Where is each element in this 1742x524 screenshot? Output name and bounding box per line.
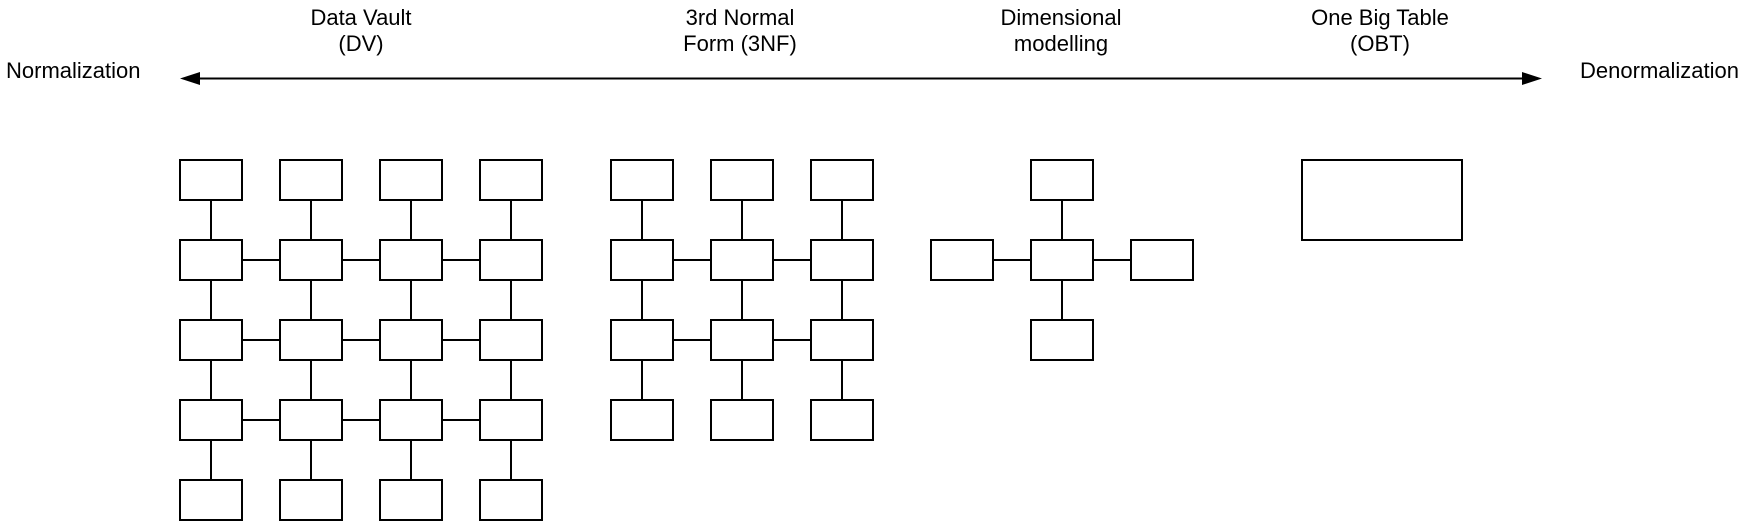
denormalization-label: Denormalization — [1580, 58, 1739, 83]
dimension-table-node — [1130, 239, 1194, 281]
table-node — [479, 159, 543, 201]
table-node — [179, 319, 243, 361]
table-node — [710, 319, 774, 361]
table-node — [379, 239, 443, 281]
fact-table-node — [1030, 239, 1094, 281]
dimension-table-node — [1030, 159, 1094, 201]
table-node — [810, 399, 874, 441]
table-node — [810, 239, 874, 281]
table-node — [710, 159, 774, 201]
table-node — [610, 239, 674, 281]
table-node — [279, 159, 343, 201]
normalization-label: Normalization — [6, 58, 141, 83]
table-node — [379, 399, 443, 441]
table-node — [710, 239, 774, 281]
third-normal-form-label: 3rd Normal Form (3NF) — [683, 5, 797, 56]
one-big-table-label: One Big Table (OBT) — [1311, 5, 1449, 56]
one-big-table-node — [1301, 159, 1463, 241]
table-node — [479, 319, 543, 361]
arrowhead-left-icon — [180, 72, 200, 85]
table-node — [610, 319, 674, 361]
dimensional-modelling-label: Dimensional modelling — [1000, 5, 1122, 56]
table-node — [179, 399, 243, 441]
table-node — [710, 399, 774, 441]
table-node — [610, 159, 674, 201]
table-node — [279, 319, 343, 361]
arrowhead-right-icon — [1522, 72, 1542, 85]
table-node — [279, 239, 343, 281]
data-vault-label: Data Vault (DV) — [310, 5, 412, 56]
table-node — [279, 479, 343, 521]
table-node — [379, 159, 443, 201]
table-node — [379, 479, 443, 521]
table-node — [810, 159, 874, 201]
dimension-table-node — [1030, 319, 1094, 361]
table-node — [479, 399, 543, 441]
table-node — [379, 319, 443, 361]
table-node — [179, 239, 243, 281]
table-node — [179, 159, 243, 201]
table-node — [179, 479, 243, 521]
dimension-table-node — [930, 239, 994, 281]
table-node — [810, 319, 874, 361]
table-node — [279, 399, 343, 441]
table-node — [479, 479, 543, 521]
table-node — [479, 239, 543, 281]
table-node — [610, 399, 674, 441]
